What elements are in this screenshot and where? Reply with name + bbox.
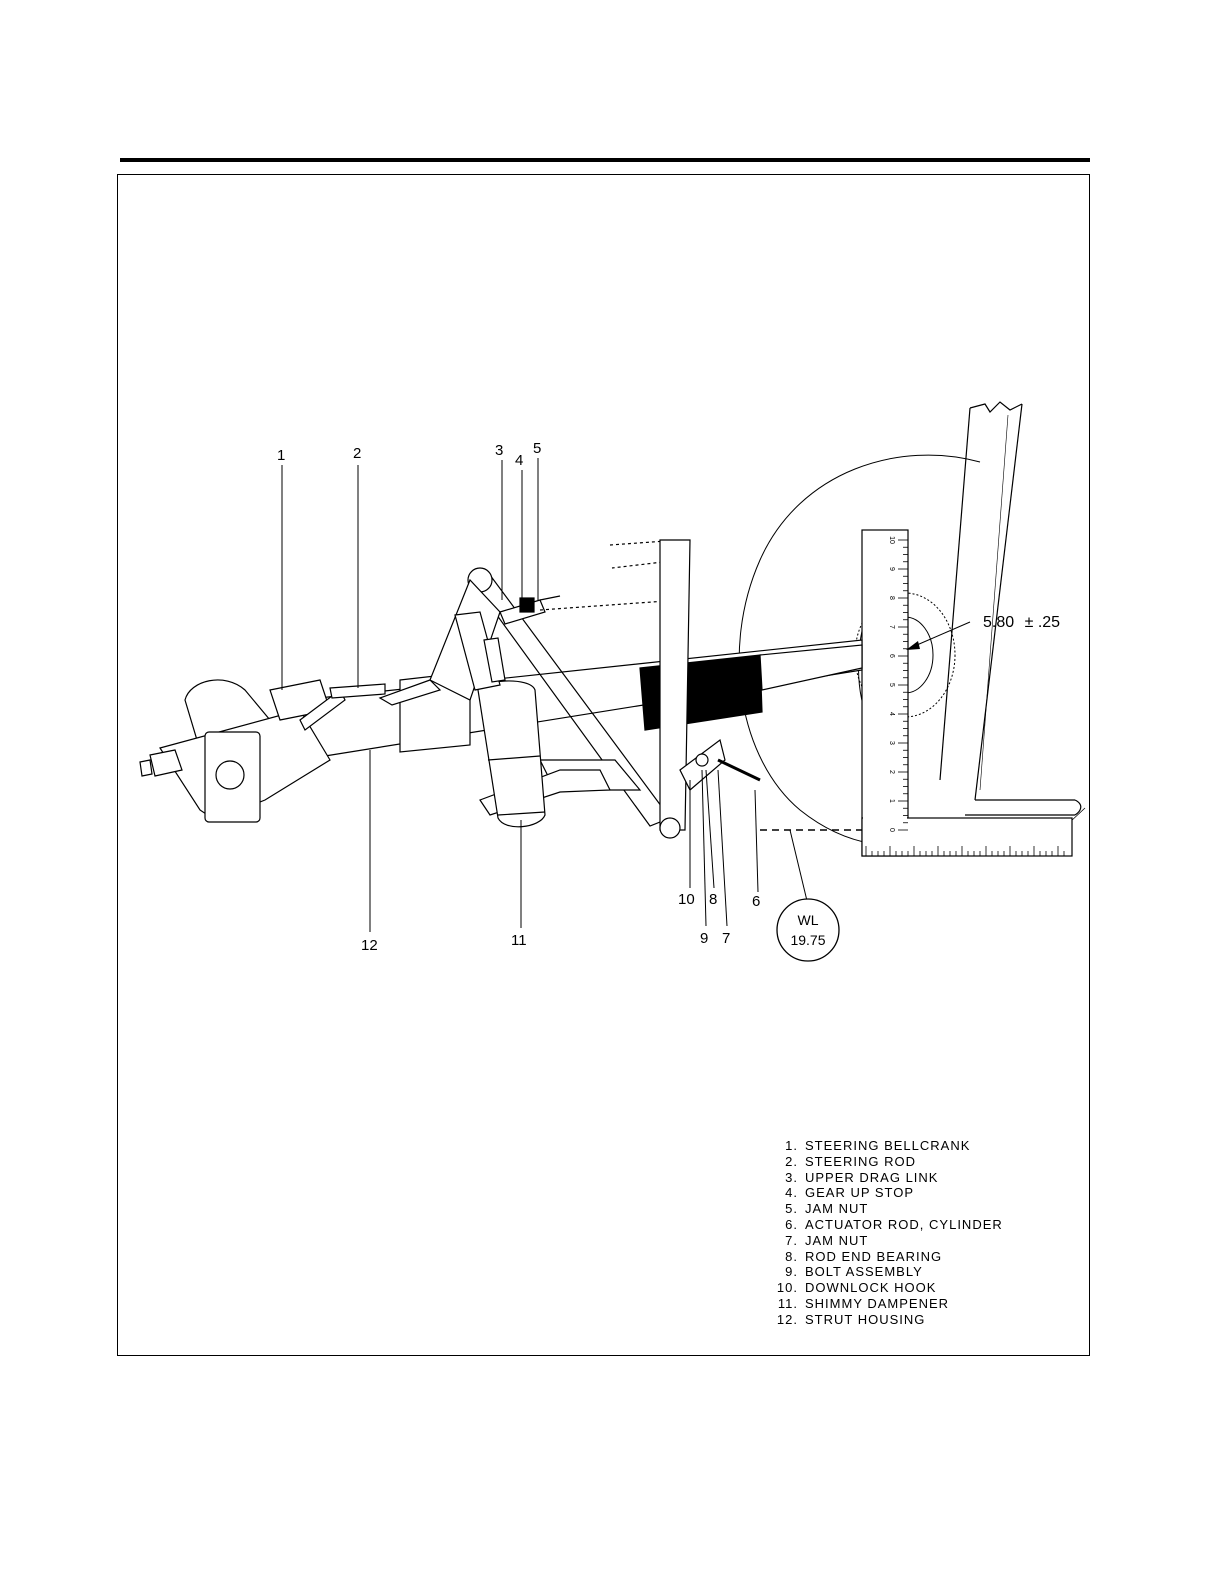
callout-3: 3 bbox=[495, 442, 503, 459]
legend-text: ACTUATOR ROD, CYLINDER bbox=[805, 1217, 1003, 1233]
legend-item: 6. ACTUATOR ROD, CYLINDER bbox=[770, 1217, 1003, 1233]
waterline-value: 19.75 bbox=[790, 932, 825, 948]
dimension-tolerance-symbol: ± bbox=[1025, 614, 1034, 631]
legend-text: ROD END BEARING bbox=[805, 1249, 942, 1265]
legend-number: 4. bbox=[770, 1185, 798, 1201]
callout-7: 7 bbox=[722, 930, 730, 947]
legend-text: BOLT ASSEMBLY bbox=[805, 1264, 923, 1280]
legend-item: 11. SHIMMY DAMPENER bbox=[770, 1296, 1003, 1312]
ruler-number: 8 bbox=[888, 596, 895, 600]
ruler-number: 5 bbox=[888, 683, 895, 687]
steering-head bbox=[140, 680, 440, 822]
ruler-number: 7 bbox=[888, 625, 895, 629]
legend-text: UPPER DRAG LINK bbox=[805, 1170, 938, 1186]
legend-item: 7. JAM NUT bbox=[770, 1233, 1003, 1249]
legend-text: STEERING BELLCRANK bbox=[805, 1138, 970, 1154]
callout-12: 12 bbox=[361, 937, 378, 954]
legend-item: 8. ROD END BEARING bbox=[770, 1249, 1003, 1265]
legend-number: 9. bbox=[770, 1264, 798, 1280]
callout-2: 2 bbox=[353, 445, 361, 462]
legend-item: 1. STEERING BELLCRANK bbox=[770, 1138, 1003, 1154]
legend-number: 12. bbox=[770, 1312, 798, 1328]
measuring-square bbox=[862, 530, 1072, 856]
callout-8: 8 bbox=[709, 891, 717, 908]
legend-number: 8. bbox=[770, 1249, 798, 1265]
legend-number: 10. bbox=[770, 1280, 798, 1296]
legend-item: 5. JAM NUT bbox=[770, 1201, 1003, 1217]
parts-legend: 1. STEERING BELLCRANK 2. STEERING ROD 3. UP… bbox=[770, 1138, 1003, 1328]
fuselage-structure bbox=[940, 402, 1085, 822]
legend-number: 1. bbox=[770, 1138, 798, 1154]
ruler-number: 0 bbox=[888, 828, 895, 832]
ruler-number: 2 bbox=[888, 770, 895, 774]
dimension-value: 5.80 bbox=[983, 614, 1014, 631]
legend-number: 7. bbox=[770, 1233, 798, 1249]
legend-text: STEERING ROD bbox=[805, 1154, 916, 1170]
legend-text: JAM NUT bbox=[805, 1201, 868, 1217]
legend-text: DOWNLOCK HOOK bbox=[805, 1280, 936, 1296]
callout-9: 9 bbox=[700, 930, 708, 947]
legend-text: STRUT HOUSING bbox=[805, 1312, 925, 1328]
legend-number: 2. bbox=[770, 1154, 798, 1170]
ruler-number: 6 bbox=[888, 654, 895, 658]
legend-item: 10. DOWNLOCK HOOK bbox=[770, 1280, 1003, 1296]
waterline-prefix: WL bbox=[798, 912, 819, 928]
ruler-number: 1 bbox=[888, 799, 895, 803]
dimension-label: 5.80 ± .25 bbox=[983, 614, 1060, 631]
legend-number: 11. bbox=[770, 1296, 798, 1312]
legend-number: 5. bbox=[770, 1201, 798, 1217]
callout-4: 4 bbox=[515, 452, 523, 469]
legend-number: 3. bbox=[770, 1170, 798, 1186]
legend-text: GEAR UP STOP bbox=[805, 1185, 914, 1201]
ruler-number: 4 bbox=[888, 712, 895, 716]
legend-item: 2. STEERING ROD bbox=[770, 1154, 1003, 1170]
legend-number: 6. bbox=[770, 1217, 798, 1233]
ruler-number: 9 bbox=[888, 567, 895, 571]
callout-11: 11 bbox=[511, 932, 527, 949]
legend-item: 9. BOLT ASSEMBLY bbox=[770, 1264, 1003, 1280]
legend-item: 3. UPPER DRAG LINK bbox=[770, 1170, 1003, 1186]
ruler-number: 10 bbox=[888, 536, 895, 544]
dimension-tolerance: .25 bbox=[1038, 614, 1060, 631]
callout-10: 10 bbox=[678, 891, 695, 908]
legend-text: JAM NUT bbox=[805, 1233, 868, 1249]
waterline-badge bbox=[777, 899, 839, 961]
callout-5: 5 bbox=[533, 440, 541, 457]
ruler-number: 3 bbox=[888, 741, 895, 745]
callout-6: 6 bbox=[752, 893, 760, 910]
legend-item: 4. GEAR UP STOP bbox=[770, 1185, 1003, 1201]
legend-item: 12. STRUT HOUSING bbox=[770, 1312, 1003, 1328]
callout-1: 1 bbox=[277, 447, 285, 464]
legend-text: SHIMMY DAMPENER bbox=[805, 1296, 949, 1312]
